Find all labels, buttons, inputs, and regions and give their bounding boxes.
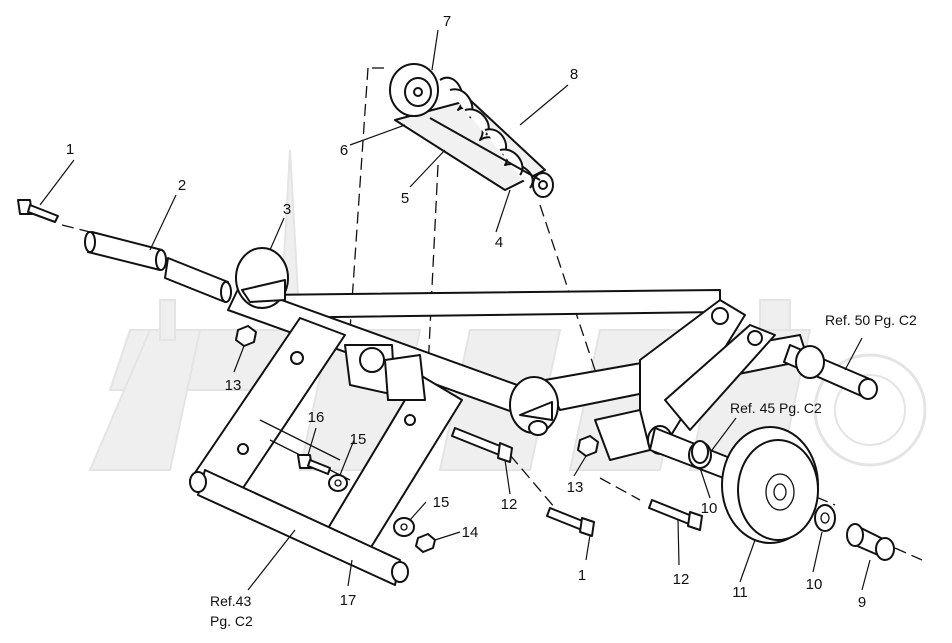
nut-14	[415, 533, 436, 553]
callout-8: 8	[570, 66, 578, 83]
ref-45-note: Ref. 45 Pg. C2	[730, 400, 822, 416]
callout-15-lower: 15	[433, 494, 450, 511]
callout-12-mid: 12	[501, 496, 518, 513]
callout-10-lower: 10	[806, 576, 823, 593]
washer-10	[814, 504, 836, 532]
callout-13-right: 13	[567, 479, 584, 496]
callout-9: 9	[858, 594, 866, 611]
reference-notes: Ref. 50 Pg. C2 Ref. 45 Pg. C2 Ref.43 Pg.…	[210, 312, 917, 629]
callout-3: 3	[283, 201, 291, 218]
callout-2: 2	[178, 177, 186, 194]
rear-bracket	[594, 299, 776, 461]
callout-13-left: 13	[225, 377, 242, 394]
callout-6: 6	[340, 142, 348, 159]
shaft-brackets	[344, 344, 426, 401]
spacer-9	[846, 523, 895, 561]
callout-11: 11	[732, 584, 748, 601]
bolt-12-mid	[451, 427, 513, 463]
shock-absorber	[389, 63, 554, 198]
callout-7: 7	[443, 13, 451, 30]
bolt-1-top	[17, 199, 59, 223]
nut-13-right	[577, 435, 599, 457]
washer-15-b	[393, 517, 415, 537]
washer-15-a	[328, 474, 348, 492]
callout-labels: 1 2 3 4 5 6 7 8 9 10 10 11 12 12 13 13 1…	[66, 13, 866, 611]
bolt-12-right	[648, 499, 703, 531]
bolt-1-bottom	[546, 507, 595, 537]
callout-12-right: 12	[673, 571, 690, 588]
callout-4: 4	[495, 234, 503, 251]
ref-43-note-line2: Pg. C2	[210, 613, 253, 629]
callout-16: 16	[308, 409, 325, 426]
callout-1-top: 1	[66, 141, 74, 158]
callout-15-upper: 15	[350, 431, 367, 448]
tube-2	[84, 231, 232, 303]
callout-5: 5	[401, 190, 409, 207]
ref-43-note-line1: Ref.43	[210, 593, 251, 609]
washer-10-upper	[691, 440, 709, 464]
leader-lines	[39, 29, 871, 591]
nut-13-left	[235, 325, 257, 347]
callout-17: 17	[340, 592, 357, 609]
callout-1-bottom: 1	[578, 567, 586, 584]
pivot-arm-frame	[189, 317, 463, 586]
bolt-16	[297, 454, 331, 475]
rear-axle	[783, 344, 878, 400]
end-cap-3	[235, 247, 559, 436]
ref-50-note: Ref. 50 Pg. C2	[825, 312, 917, 328]
idler-wheel	[721, 426, 819, 544]
callout-10-upper: 10	[701, 500, 718, 517]
callout-14: 14	[462, 524, 479, 541]
